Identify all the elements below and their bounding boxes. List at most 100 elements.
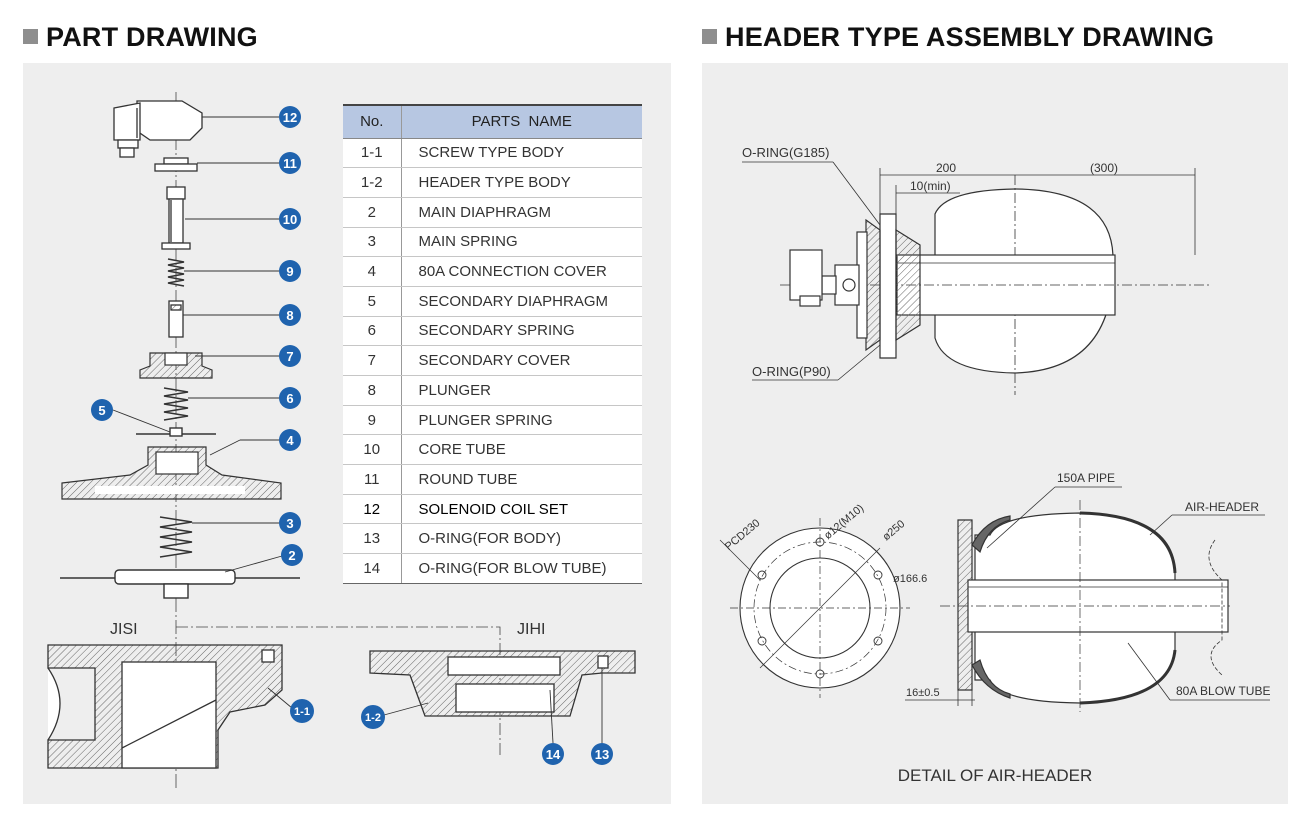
part-number: 9 [343, 405, 402, 436]
callout-10: 10 [279, 208, 301, 230]
d250-label: ø250 [880, 518, 907, 543]
part-name: SECONDARY COVER [401, 345, 642, 376]
air-header-caption: DETAIL OF AIR-HEADER [898, 766, 1093, 785]
jihi-label: JIHI [517, 621, 545, 638]
title-square-icon [702, 29, 717, 44]
part-number: 5 [343, 286, 402, 317]
callout-8: 8 [279, 304, 301, 326]
d166-label: ø166.6 [893, 573, 927, 585]
oring-p90-label: O-RING(P90) [752, 364, 831, 379]
svg-text:3: 3 [286, 516, 293, 531]
callout-leaders [112, 116, 603, 744]
part-number: 11 [343, 464, 402, 495]
part-number: 1-1 [343, 138, 402, 169]
callout-13: 13 [591, 743, 613, 765]
callout-3: 3 [279, 512, 301, 534]
part-number: 4 [343, 256, 402, 287]
svg-text:8: 8 [286, 308, 293, 323]
jisi-label: JISI [110, 621, 138, 638]
part-number: 14 [343, 553, 402, 584]
air-header-label: AIR-HEADER [1185, 500, 1259, 514]
assembly-drawing-title-text: HEADER TYPE ASSEMBLY DRAWING [725, 22, 1215, 52]
callout-9: 9 [279, 260, 301, 282]
part-name: MAIN SPRING [401, 227, 642, 258]
svg-text:6: 6 [286, 391, 293, 406]
part-drawing-title: PART DRAWING [23, 22, 258, 53]
svg-text:2: 2 [288, 548, 295, 563]
blow-tube-label: 80A BLOW TUBE [1176, 684, 1270, 698]
oring-g185-label: O-RING(G185) [742, 145, 829, 160]
callout-5: 5 [91, 399, 113, 421]
svg-text:11: 11 [283, 156, 297, 171]
svg-text:1-2: 1-2 [365, 712, 381, 724]
plunger-part [168, 300, 184, 338]
secondary-spring-part [163, 387, 189, 421]
part-name: O-RING(FOR BLOW TUBE) [401, 553, 642, 584]
callout-12: 12 [279, 106, 301, 128]
callout-4: 4 [279, 429, 301, 451]
part-drawing-title-text: PART DRAWING [46, 22, 258, 52]
main-spring-part [159, 516, 193, 558]
part-name: O-RING(FOR BODY) [401, 523, 642, 555]
svg-text:9: 9 [286, 264, 293, 279]
part-name: 80A CONNECTION COVER [401, 256, 642, 287]
solenoid-coil-part [113, 100, 203, 158]
part-number: 10 [343, 434, 402, 466]
svg-text:4: 4 [286, 433, 294, 448]
part-number: 12 [343, 494, 402, 525]
part-name: SCREW TYPE BODY [401, 138, 642, 169]
dim-200-label: 200 [936, 161, 956, 175]
plunger-spring-part [167, 258, 185, 287]
part-number: 7 [343, 345, 402, 376]
pipe-150a-label: 150A PIPE [1057, 471, 1115, 485]
part-name: SECONDARY SPRING [401, 316, 642, 347]
callout-1-1: 1-1 [290, 699, 314, 723]
thickness-label: 16±0.5 [906, 687, 940, 699]
part-name: SECONDARY DIAPHRAGM [401, 286, 642, 317]
callout-14: 14 [542, 743, 564, 765]
header-no: No. [343, 104, 402, 139]
pcd230-label: PCD230 [723, 517, 763, 553]
dim-300-label: (300) [1090, 161, 1118, 175]
callout-1-2: 1-2 [361, 705, 385, 729]
secondary-cover-part [139, 352, 213, 379]
air-header-leaders [905, 486, 1270, 706]
svg-text:7: 7 [286, 349, 293, 364]
part-name: CORE TUBE [401, 434, 642, 466]
svg-text:1-1: 1-1 [294, 706, 310, 718]
part-number: 1-2 [343, 167, 402, 198]
main-diaphragm-part [60, 569, 300, 599]
parts-table-header: No. PARTS NAME [343, 104, 642, 139]
header-parts-name: PARTS NAME [401, 104, 642, 139]
screw-type-body-part [47, 644, 283, 769]
callout-2: 2 [281, 544, 303, 566]
part-number: 8 [343, 375, 402, 406]
callout-7: 7 [279, 345, 301, 367]
svg-text:13: 13 [595, 747, 609, 762]
part-name: PLUNGER SPRING [401, 405, 642, 436]
svg-text:5: 5 [98, 403, 105, 418]
part-name: MAIN DIAPHRAGM [401, 197, 642, 228]
assembly-top-dimensions [742, 161, 1196, 381]
core-tube-part [161, 186, 191, 250]
dim-10min-label: 10(min) [910, 179, 951, 193]
svg-text:12: 12 [283, 110, 297, 125]
callout-6: 6 [279, 387, 301, 409]
part-name: SOLENOID COIL SET [401, 494, 642, 525]
assembly-top-drawing [780, 175, 1210, 395]
